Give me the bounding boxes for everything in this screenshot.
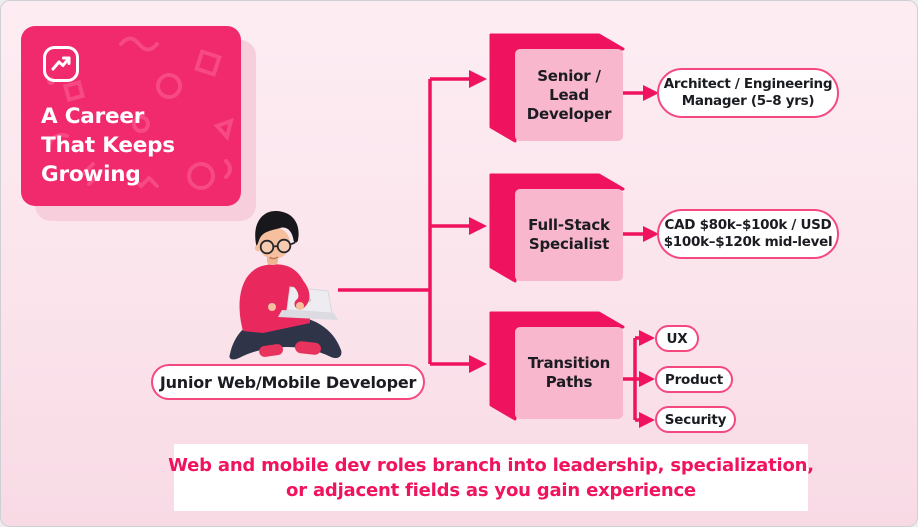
start-node-pill: Junior Web/Mobile Developer (151, 364, 425, 400)
stage-label-line: Specialist (528, 235, 610, 253)
outcome-label: Product (664, 371, 724, 388)
arrowhead-icons (469, 70, 659, 428)
stage-label-transition: Transition Paths (515, 327, 623, 419)
stage-label-line: Developer (526, 104, 612, 123)
outcome-line: $100k–$120k mid-level (663, 234, 833, 250)
footer-line: or adjacent fields as you gain experienc… (286, 479, 696, 501)
outcome-line: CAD $80k–$100k / USD (664, 217, 832, 233)
card-title-line: A Career (41, 104, 145, 129)
stage-label-line: Paths (545, 373, 593, 391)
outcome-pill-ux: UX (655, 325, 699, 352)
stage-label-line: Full-Stack (528, 216, 610, 234)
connector-lines (338, 77, 644, 422)
title-card: A Career That Keeps Growing (21, 26, 241, 206)
card-title: A Career That Keeps Growing (41, 102, 175, 189)
stage-label-line: Senior / Lead (537, 66, 601, 104)
outcome-line: Manager (5–8 yrs) (681, 93, 815, 109)
developer-illustration (229, 210, 342, 360)
outcome-pill-product: Product (655, 366, 733, 393)
card-title-line: That Keeps (41, 133, 175, 158)
outcome-label: Security (664, 411, 727, 428)
stage-label-fullstack: Full-Stack Specialist (515, 189, 623, 281)
outcome-pill-architect: Architect / Engineering Manager (5–8 yrs… (657, 68, 839, 118)
stage-label-senior: Senior / Lead Developer (515, 49, 623, 141)
outcome-pill-salary: CAD $80k–$100k / USD $100k–$120k mid-lev… (657, 209, 839, 259)
stage-label-line: Transition (527, 354, 611, 372)
outcome-label: UX (666, 330, 688, 347)
footer-banner: Web and mobile dev roles branch into lea… (168, 444, 814, 511)
outcome-pill-security: Security (655, 406, 736, 433)
footer-line: Web and mobile dev roles branch into lea… (168, 454, 814, 476)
trend-up-icon (41, 44, 81, 84)
outcome-line: Architect / Engineering (663, 76, 833, 92)
card-title-line: Growing (41, 162, 141, 187)
start-node-label: Junior Web/Mobile Developer (159, 372, 417, 392)
